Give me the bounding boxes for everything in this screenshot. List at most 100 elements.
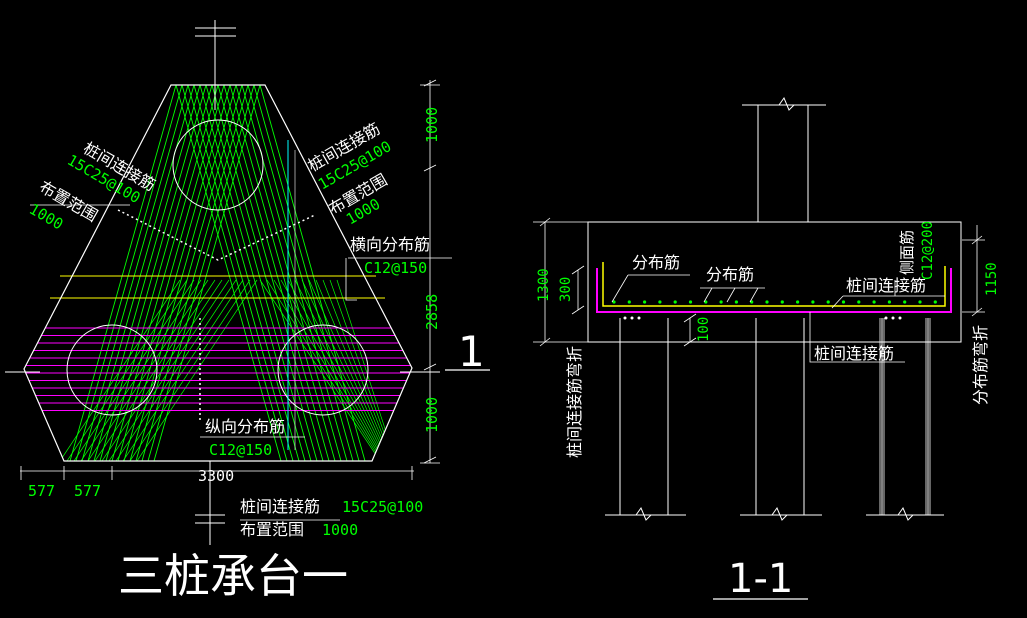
side-rebar-label: 侧面筋 bbox=[898, 230, 916, 275]
section-dimensions-left bbox=[533, 217, 697, 347]
dim-cover: 100 bbox=[696, 317, 712, 342]
rebar-dot bbox=[826, 300, 830, 304]
rebar-dot bbox=[627, 300, 631, 304]
diagonal-tie-bars bbox=[59, 85, 396, 461]
rebar-line bbox=[294, 279, 388, 461]
rebar-dot bbox=[780, 300, 784, 304]
rebar-line bbox=[108, 279, 230, 461]
rebar-line bbox=[273, 279, 384, 461]
pile-bottom-left bbox=[66, 324, 158, 416]
rebar-line bbox=[153, 85, 261, 461]
rebar-line bbox=[136, 279, 258, 461]
rebar-line bbox=[217, 85, 324, 461]
rebar-dot bbox=[765, 300, 769, 304]
rebar-line bbox=[266, 279, 382, 461]
bottom-rebar-dots bbox=[623, 316, 902, 320]
rebar-line bbox=[211, 85, 318, 461]
section-mark: 1 bbox=[458, 327, 485, 376]
rebar-dot bbox=[796, 300, 800, 304]
rebar-dot bbox=[658, 300, 662, 304]
rebar-line bbox=[101, 279, 223, 461]
rebar-dot bbox=[933, 300, 937, 304]
bottom-tie-spec: 15C25@100 bbox=[342, 498, 423, 516]
rebar-dot bbox=[903, 300, 907, 304]
rebar-line bbox=[229, 85, 336, 461]
rebar-dot bbox=[887, 300, 892, 304]
tie-bar-section bbox=[596, 268, 952, 313]
rebar-line bbox=[247, 85, 354, 461]
rebar-dot bbox=[673, 300, 677, 304]
rebar-dots bbox=[612, 300, 937, 304]
rebar-line bbox=[87, 279, 209, 461]
rebar-line bbox=[73, 279, 195, 461]
dim-left-partial: 300 bbox=[558, 277, 574, 302]
rebar-dot bbox=[734, 300, 739, 304]
left-bend-label: 桩间连接筋弯折 bbox=[565, 346, 584, 458]
tie-range-line bbox=[117, 209, 316, 261]
rebar-dot bbox=[704, 300, 708, 304]
rebar-line bbox=[122, 279, 244, 461]
rebar-line bbox=[111, 85, 219, 461]
plan-title: 三桩承台一 bbox=[118, 549, 348, 603]
rebar-line bbox=[301, 279, 389, 461]
rebar-line bbox=[329, 279, 395, 461]
plan-view: 1 桩间连接筋 15C25@100 布置范围 1000 桩间连接筋 15C25@… bbox=[5, 20, 490, 603]
rebar-line bbox=[75, 85, 183, 461]
rebar-line bbox=[66, 279, 188, 461]
rebar-line bbox=[99, 85, 207, 461]
dim-right-total: 1150 bbox=[984, 262, 1000, 296]
rebar-line bbox=[117, 85, 225, 461]
rebar-line bbox=[115, 279, 237, 461]
rebar-dot bbox=[811, 300, 815, 304]
rebar-line bbox=[205, 85, 312, 461]
rebar-dot bbox=[872, 300, 876, 304]
rebar-line bbox=[287, 279, 386, 461]
dim-left-total: 1300 bbox=[536, 268, 552, 302]
rebar-line bbox=[69, 85, 177, 461]
rebar-dot bbox=[841, 300, 846, 304]
column-outline bbox=[757, 96, 809, 222]
rebar-line bbox=[259, 85, 366, 461]
rebar-line bbox=[94, 279, 216, 461]
dim-right-bottom: 1000 bbox=[423, 397, 441, 433]
rebar-line bbox=[141, 85, 249, 461]
transverse-bar-name: 横向分布筋 bbox=[350, 235, 430, 254]
longitudinal-bar-spec: C12@150 bbox=[209, 441, 272, 459]
dimension-ticks bbox=[20, 466, 413, 480]
side-rebar-spec: C12@200 bbox=[920, 221, 936, 280]
rebar-line bbox=[93, 85, 201, 461]
rebar-dot bbox=[719, 300, 723, 304]
rebar-line bbox=[59, 279, 181, 461]
rebar-dot bbox=[688, 300, 693, 304]
rebar-line bbox=[175, 85, 282, 461]
dim-bottom-total: 3300 bbox=[198, 467, 234, 485]
dim-right-middle: 2858 bbox=[423, 294, 441, 330]
rebar-line bbox=[187, 85, 294, 461]
leader bbox=[345, 258, 357, 301]
rebar-dot bbox=[857, 300, 861, 304]
section-view: 分布筋 分布筋 桩间连接筋 桩间连接筋 侧面筋 C12@200 桩间连接筋弯折 … bbox=[533, 96, 1000, 602]
pile-cap-section bbox=[587, 221, 962, 343]
section-tie-label-bottom: 桩间连接筋 bbox=[814, 344, 894, 363]
rebar-line bbox=[223, 85, 330, 461]
bottom-tie-name: 桩间连接筋 bbox=[240, 497, 320, 516]
rebar-dot bbox=[643, 300, 647, 304]
bottom-tie-range: 布置范围 bbox=[240, 520, 304, 539]
dimension-ticks bbox=[420, 79, 440, 464]
rebar-line bbox=[105, 85, 213, 461]
right-bend-label: 分布筋弯折 bbox=[971, 325, 990, 405]
dim-bottom-left-1: 577 bbox=[28, 482, 55, 500]
dim-right-top: 1000 bbox=[423, 107, 441, 143]
rebar-line bbox=[280, 279, 385, 461]
rebar-line bbox=[259, 279, 381, 461]
section-dimensions-right bbox=[962, 225, 985, 317]
rebar-line bbox=[199, 85, 306, 461]
rebar-line bbox=[81, 85, 189, 461]
longitudinal-bar-name: 纵向分布筋 bbox=[205, 417, 285, 436]
rebar-line bbox=[123, 85, 231, 461]
rebar-line bbox=[129, 85, 237, 461]
rebar-line bbox=[147, 85, 255, 461]
section-leaders bbox=[611, 274, 945, 363]
